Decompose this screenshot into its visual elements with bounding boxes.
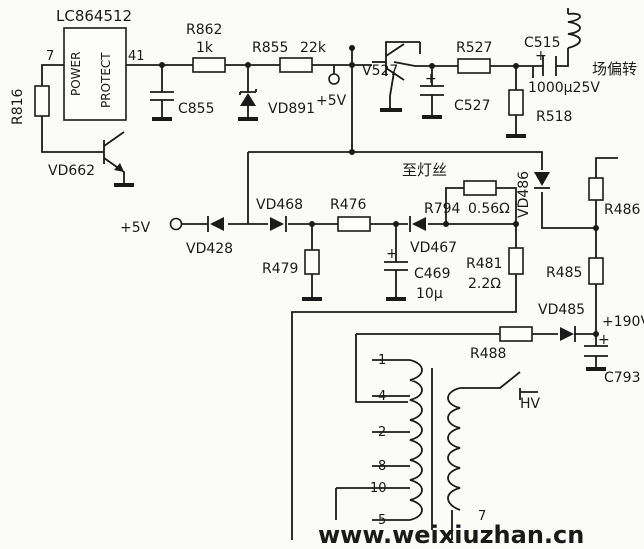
flyback-pin-2: 2 (378, 425, 386, 440)
flyback-pin-1: 1 (378, 353, 386, 368)
diodes (207, 89, 576, 342)
resistor-r485 (588, 257, 604, 285)
r485-label: R485 (546, 265, 582, 281)
ic-lc864512: POWER PROTECT (63, 27, 127, 121)
flyback-pin-5: 5 (378, 513, 386, 528)
yoke-coil (567, 12, 581, 49)
terminal-5v-top (328, 73, 340, 85)
v527-label: V527 (362, 63, 398, 79)
ic-protect-label: PROTECT (99, 52, 113, 108)
r486-label: R486 (604, 202, 641, 218)
r488-label: R488 (470, 346, 506, 362)
site-watermark: www.weixiuzhan.cn (318, 521, 584, 549)
ic-power-label: POWER (69, 52, 83, 96)
svg-text:+: + (425, 71, 437, 87)
c793-label: C793 (604, 370, 641, 386)
vd428-label: VD428 (186, 241, 233, 257)
capacitor-c515 (542, 56, 557, 76)
flyback-pin-7: 7 (478, 509, 486, 524)
capacitor-c469 (384, 261, 408, 271)
r476-label: R476 (330, 197, 367, 213)
diode-vd891 (240, 93, 256, 106)
flyback-pin-8: 8 (378, 459, 386, 474)
svg-text:+: + (386, 246, 398, 262)
plus190v-label: +190V (602, 314, 644, 330)
resistor-r794 (463, 180, 497, 196)
c515-label: C515 (524, 35, 561, 51)
resistor-r479 (304, 249, 320, 275)
vd468-label: VD468 (256, 197, 303, 213)
r527-label: R527 (456, 40, 492, 56)
r794-label: R794 (424, 201, 461, 217)
capacitor-c793 (584, 345, 608, 357)
flyback-pin-4: 4 (378, 389, 386, 404)
diode-vd467 (412, 217, 426, 231)
flyback-secondary-winding (447, 387, 461, 511)
resistor-r476 (337, 216, 371, 232)
vd467-label: VD467 (410, 240, 457, 256)
ic-pin-41-label: 41 (128, 49, 145, 64)
vd891-label: VD891 (268, 101, 315, 117)
vd485-label: VD485 (538, 302, 585, 318)
vd662-label: VD662 (48, 163, 95, 179)
diode-vd468 (270, 217, 284, 231)
hv-label: HV (520, 396, 541, 412)
resistors (34, 57, 604, 342)
c855-label: C855 (178, 101, 215, 117)
r816-label: R816 (10, 88, 26, 125)
r479-label: R479 (262, 261, 298, 277)
capacitor-c527 (420, 85, 444, 96)
terminals (159, 45, 599, 337)
resistor-r518 (508, 89, 524, 116)
terminal-5v-left (169, 217, 183, 231)
plus5v-top-label: +5V (316, 93, 347, 109)
resistor-r481 (508, 247, 524, 275)
flyback-pin-10: 10 (370, 481, 387, 496)
r855-label: R855 (252, 40, 288, 56)
r862-label: R862 (186, 22, 222, 38)
c527-label: C527 (454, 98, 491, 114)
resistor-r488 (499, 326, 533, 342)
resistor-r816 (34, 85, 50, 117)
vd486-label: VD486 (516, 171, 532, 218)
ground-symbols (114, 108, 606, 371)
resistor-r855 (279, 57, 313, 73)
inductors (409, 12, 581, 530)
r794-value: 0.56Ω (468, 201, 510, 217)
capacitor-c855 (150, 91, 174, 101)
diode-vd428 (210, 217, 224, 231)
transistors (103, 43, 405, 184)
r481-label: R481 (466, 256, 502, 272)
yoke-label: 场偏转 (592, 60, 637, 78)
svg-text:+: + (535, 48, 547, 64)
diode-vd486 (534, 172, 550, 186)
r518-label: R518 (536, 109, 572, 125)
plus5v-left-label: +5V (120, 220, 151, 236)
r855-value: 22k (300, 40, 327, 56)
r862-value: 1k (196, 40, 214, 56)
resistor-r527 (457, 58, 491, 74)
svg-text:+: + (598, 332, 610, 348)
ic-pin-7-label: 7 (46, 49, 54, 64)
diode-vd485 (560, 327, 574, 341)
capacitors: + + + + (150, 48, 610, 357)
ic-part-label: LC864512 (56, 7, 132, 25)
resistor-r862 (192, 57, 226, 73)
resistor-r486 (588, 177, 604, 201)
to-filament-label: 至灯丝 (402, 161, 447, 179)
c469-label: C469 (414, 266, 451, 282)
c469-value: 10μ (416, 286, 443, 302)
flyback-primary-winding (409, 359, 423, 521)
r481-value: 2.2Ω (468, 276, 501, 292)
labels: LC864512 7 41 R816 VD662 R862 1k C855 R8… (10, 7, 644, 528)
c515-value: 1000μ25V (528, 80, 600, 96)
